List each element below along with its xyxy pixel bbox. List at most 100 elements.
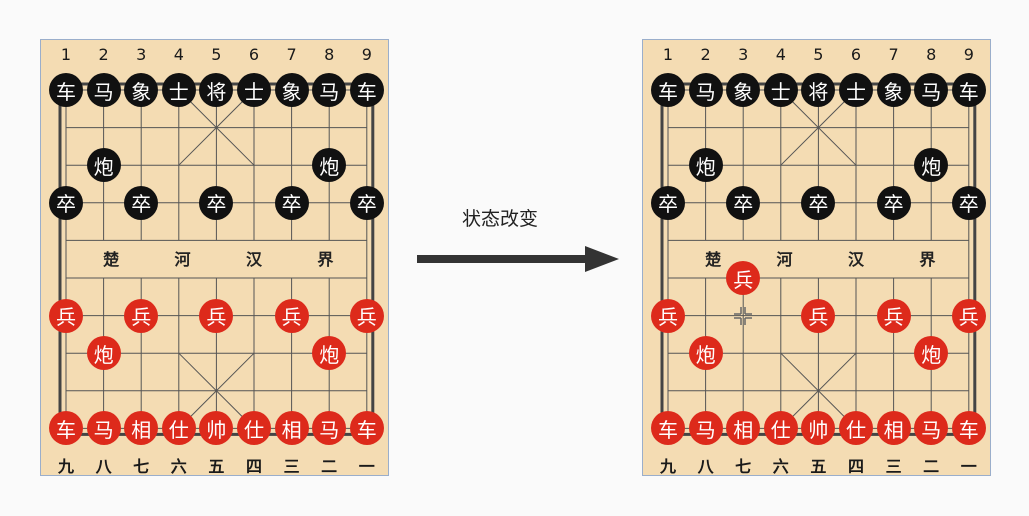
red-piece[interactable]: 马	[914, 411, 949, 446]
red-piece[interactable]: 相	[274, 411, 309, 446]
column-number: 7	[286, 45, 297, 64]
state-change-label: 状态改变	[462, 208, 539, 230]
black-piece[interactable]: 炮	[688, 148, 723, 183]
red-piece[interactable]: 马	[86, 411, 121, 446]
red-piece[interactable]: 马	[688, 411, 723, 446]
black-piece[interactable]: 卒	[274, 185, 309, 220]
black-piece[interactable]: 象	[876, 73, 911, 107]
black-piece[interactable]: 象	[726, 73, 761, 107]
column-number: 8	[324, 45, 335, 64]
black-piece[interactable]: 车	[651, 73, 685, 107]
black-piece[interactable]: 卒	[876, 185, 911, 220]
black-piece[interactable]: 车	[49, 73, 83, 107]
column-chinese-numeral: 八	[95, 457, 112, 476]
red-piece[interactable]: 兵	[349, 298, 384, 333]
black-piece[interactable]: 卒	[349, 185, 384, 220]
black-piece[interactable]: 象	[124, 73, 159, 107]
column-chinese-numeral: 三	[885, 457, 902, 476]
black-piece[interactable]: 马	[86, 73, 121, 107]
red-piece[interactable]: 车	[349, 411, 384, 446]
river-text: 界	[317, 250, 334, 269]
column-number: 4	[775, 45, 786, 64]
column-chinese-numeral: 四	[245, 457, 262, 476]
black-piece[interactable]: 炮	[312, 148, 347, 183]
column-number: 2	[700, 45, 711, 64]
column-chinese-numeral: 六	[170, 457, 187, 476]
column-chinese-numeral: 一	[960, 457, 977, 476]
red-piece[interactable]: 仕	[763, 411, 798, 446]
red-piece[interactable]: 兵	[801, 298, 836, 333]
right-arrow-icon	[417, 246, 619, 272]
red-piece[interactable]: 相	[726, 411, 761, 446]
black-piece[interactable]: 车	[349, 73, 384, 107]
column-chinese-numeral: 五	[810, 457, 827, 476]
red-piece[interactable]: 兵	[651, 298, 685, 333]
column-chinese-numeral: 二	[321, 457, 338, 476]
column-chinese-numeral: 七	[133, 457, 150, 476]
red-piece[interactable]: 仕	[161, 411, 196, 446]
black-piece[interactable]: 马	[688, 73, 723, 107]
red-piece[interactable]: 车	[951, 411, 986, 446]
red-piece[interactable]: 相	[124, 411, 159, 446]
red-piece[interactable]: 炮	[312, 336, 347, 371]
red-piece[interactable]: 兵	[274, 298, 309, 333]
red-piece[interactable]: 帅	[199, 411, 234, 446]
column-number: 6	[248, 45, 260, 64]
red-piece[interactable]: 仕	[237, 411, 271, 446]
column-chinese-numeral: 九	[57, 457, 74, 476]
black-piece[interactable]: 卒	[726, 185, 761, 220]
column-number: 9	[963, 45, 974, 64]
river-text: 楚	[103, 250, 120, 269]
red-piece[interactable]: 兵	[124, 298, 159, 333]
red-piece[interactable]: 帅	[801, 411, 836, 446]
red-piece[interactable]: 兵	[199, 298, 234, 333]
red-piece[interactable]: 车	[49, 411, 83, 446]
black-piece[interactable]: 卒	[801, 185, 836, 220]
black-piece[interactable]: 将	[199, 73, 234, 107]
black-piece[interactable]: 将	[801, 73, 836, 107]
red-piece[interactable]: 炮	[86, 336, 121, 371]
red-piece[interactable]: 车	[651, 411, 685, 446]
black-piece[interactable]: 马	[914, 73, 949, 107]
red-piece[interactable]: 兵	[726, 261, 761, 295]
black-piece[interactable]: 士	[839, 73, 873, 107]
red-piece[interactable]: 兵	[951, 298, 986, 333]
black-piece[interactable]: 象	[274, 73, 309, 107]
column-number: 1	[662, 45, 674, 64]
column-chinese-numeral: 四	[847, 457, 864, 476]
black-piece[interactable]: 马	[312, 73, 347, 107]
column-number: 2	[98, 45, 109, 64]
river-text: 界	[919, 250, 936, 269]
column-chinese-numeral: 一	[358, 457, 375, 476]
red-piece[interactable]: 炮	[688, 336, 723, 371]
red-piece[interactable]: 仕	[839, 411, 873, 446]
move-origin-marker-icon	[734, 306, 753, 325]
red-piece[interactable]: 马	[312, 411, 347, 446]
black-piece[interactable]: 卒	[199, 185, 234, 220]
black-piece[interactable]: 士	[763, 73, 798, 107]
black-piece[interactable]: 士	[161, 73, 196, 107]
black-piece[interactable]: 炮	[914, 148, 949, 183]
column-chinese-numeral: 八	[697, 457, 714, 476]
red-piece[interactable]: 相	[876, 411, 911, 446]
river-text: 楚	[705, 250, 722, 269]
black-piece[interactable]: 卒	[49, 185, 83, 220]
black-piece[interactable]: 卒	[951, 185, 986, 220]
red-piece[interactable]: 兵	[876, 298, 911, 333]
column-number: 1	[60, 45, 72, 64]
black-piece[interactable]: 车	[951, 73, 986, 107]
column-number: 4	[173, 45, 184, 64]
red-piece[interactable]: 炮	[914, 336, 949, 371]
black-piece[interactable]: 卒	[124, 185, 159, 220]
red-piece[interactable]: 兵	[49, 298, 83, 333]
column-number: 5	[211, 45, 222, 64]
black-piece[interactable]: 士	[237, 73, 271, 107]
black-piece[interactable]: 卒	[651, 185, 685, 220]
river-text: 河	[174, 250, 191, 269]
black-piece[interactable]: 炮	[86, 148, 121, 183]
river-text: 汉	[847, 250, 865, 269]
column-chinese-numeral: 五	[208, 457, 225, 476]
column-number: 7	[888, 45, 899, 64]
